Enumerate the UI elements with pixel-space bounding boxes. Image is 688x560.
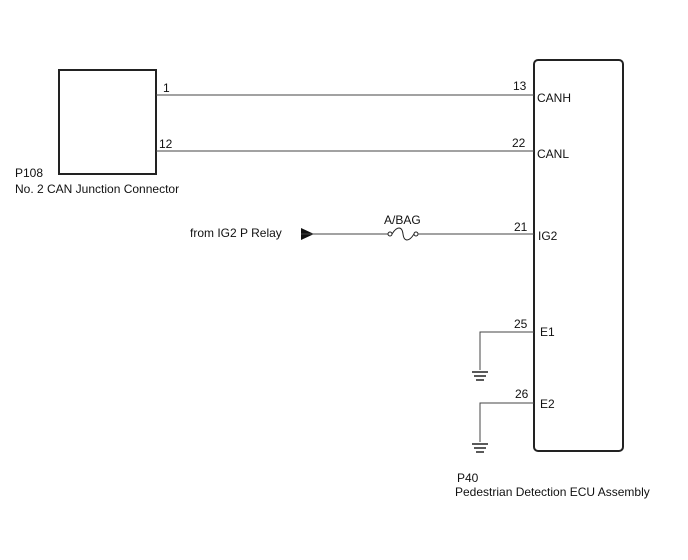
e1-ground-wire bbox=[479, 331, 534, 370]
p108-name-label: No. 2 CAN Junction Connector bbox=[15, 182, 179, 196]
p108-code-label: P108 bbox=[15, 166, 43, 180]
p108-connector-box bbox=[58, 69, 157, 175]
ground-icon-e2 bbox=[472, 443, 488, 453]
p108-pin-12-label: 12 bbox=[159, 137, 173, 151]
p40-code-label: P40 bbox=[457, 471, 479, 485]
p40-name-label: Pedestrian Detection ECU Assembly bbox=[455, 485, 650, 499]
ecu-pin-21-number: 21 bbox=[514, 220, 528, 234]
ecu-pin-25-number: 25 bbox=[514, 317, 528, 331]
power-source-label: from IG2 P Relay bbox=[190, 226, 282, 240]
ecu-pin-26-number: 26 bbox=[515, 387, 529, 401]
p40-ecu-box bbox=[533, 59, 624, 452]
ecu-pin-ig2-signal: IG2 bbox=[538, 229, 558, 243]
ecu-pin-e1-signal: E1 bbox=[540, 325, 555, 339]
fuse-icon bbox=[387, 227, 419, 241]
p108-pin-1-label: 1 bbox=[163, 81, 170, 95]
fuse-label: A/BAG bbox=[384, 213, 421, 227]
ecu-pin-22-number: 22 bbox=[512, 136, 526, 150]
e2-ground-wire bbox=[479, 402, 534, 442]
ecu-pin-canl-signal: CANL bbox=[537, 147, 569, 161]
ecu-pin-canh-signal: CANH bbox=[537, 91, 571, 105]
ecu-pin-13-number: 13 bbox=[513, 79, 527, 93]
ground-icon-e1 bbox=[472, 371, 488, 381]
ecu-pin-e2-signal: E2 bbox=[540, 397, 555, 411]
